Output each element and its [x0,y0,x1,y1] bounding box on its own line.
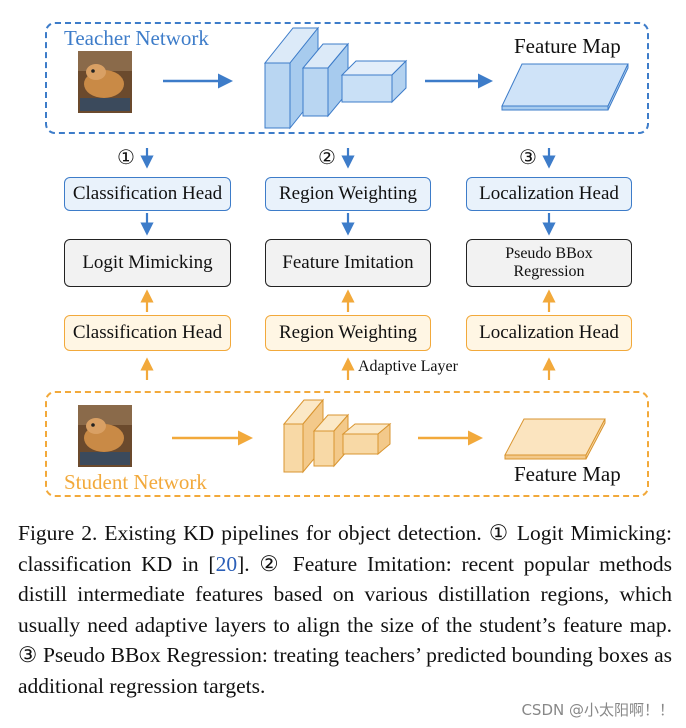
pipeline-arrows-blue [140,148,556,236]
teacher-feature-map-label: Feature Map [514,34,621,58]
teacher-classification-head: Classification Head [64,177,231,211]
teacher-localization-head: Localization Head [466,177,632,211]
step-3-marker: ③ [519,147,537,169]
teacher-feature-map [501,63,629,111]
csdn-watermark: CSDN @小太阳啊！！ [521,699,674,720]
student-region-weighting: Region Weighting [265,315,431,351]
student-network-label: Student Network [62,470,209,494]
teacher-network-label: Teacher Network [62,26,211,50]
student-classification-head: Classification Head [64,315,231,351]
student-network-box [45,391,649,497]
logit-mimicking-box: Logit Mimicking [64,239,231,287]
pipeline-arrows-orange [140,289,556,380]
caption-suffix: ]. ② Feature Imitation: recent popular m… [18,551,672,698]
student-feature-map [504,418,606,460]
figure-caption: Figure 2. Existing KD pipelines for obje… [18,518,672,701]
pseudo-bbox-regression-box: Pseudo BBox Regression [466,239,632,287]
adaptive-layer-label: Adaptive Layer [358,358,458,375]
step-1-marker: ① [117,147,135,169]
student-backbone-blocks [282,398,392,474]
teacher-input-image [78,51,132,113]
teacher-network-box [45,22,649,134]
teacher-backbone-blocks [263,26,408,130]
feature-imitation-box: Feature Imitation [265,239,431,287]
step-2-marker: ② [318,147,336,169]
caption-prefix: Figure 2. Existing KD pipelines for obje… [18,521,672,576]
student-input-image [78,405,132,467]
student-feature-map-label: Feature Map [514,462,621,486]
caption-citation-link[interactable]: 20 [215,551,238,576]
diagram-graphics [78,26,629,474]
student-localization-head: Localization Head [466,315,632,351]
teacher-region-weighting: Region Weighting [265,177,431,211]
